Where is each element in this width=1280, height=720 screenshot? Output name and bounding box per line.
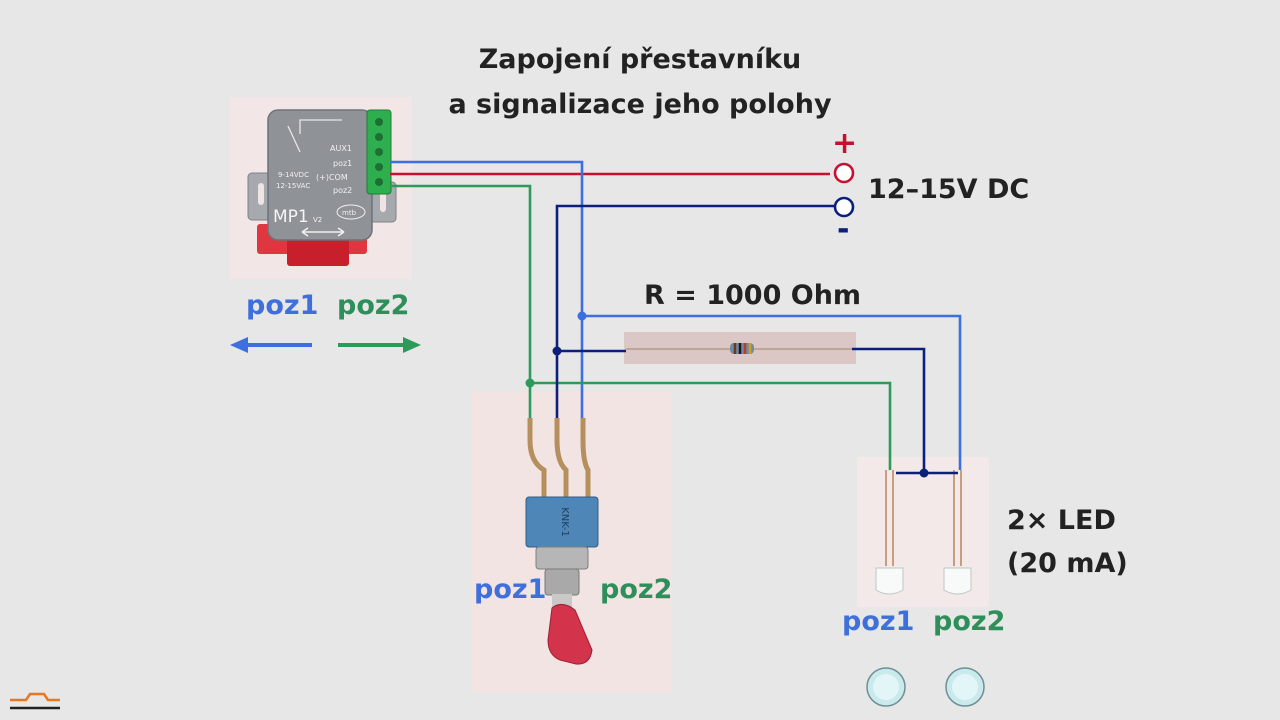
direction-label-poz2: poz2: [337, 290, 410, 321]
mp1-module: AUX1 poz1 (+)COM poz2 9-14VDC 12-15VAC M…: [247, 109, 397, 266]
arrow-left-icon: [230, 337, 312, 353]
module-label-poz2: poz2: [333, 186, 352, 195]
wire-blue-poz1: [390, 160, 584, 418]
wire-green-led2: [530, 381, 892, 470]
led-pair: [875, 470, 972, 595]
switch-bushing: [544, 568, 580, 596]
junction-blue: [577, 311, 587, 321]
switch-nut: [535, 546, 589, 570]
module-mounting-hole-left: [258, 183, 264, 205]
direction-label-poz1: poz1: [246, 290, 319, 321]
switch-pin-middle: [554, 418, 569, 502]
wire-navy-minus: [555, 204, 834, 418]
module-red-actuator: [287, 238, 349, 266]
terminal-screws: [375, 118, 383, 186]
led-label-poz2: poz2: [933, 606, 1006, 637]
module-version: V2: [313, 216, 322, 224]
title-line-2: a signalizace jeho polohy: [448, 89, 832, 120]
terminal-plus: [833, 162, 855, 184]
supply-voltage-label: 12–15V DC: [868, 174, 1030, 205]
led-indicator-icon: [866, 667, 906, 707]
title-line-1: Zapojení přestavníku: [478, 44, 802, 75]
wire-navy-from-resistor: [852, 347, 926, 473]
module-mounting-hole-right: [380, 192, 386, 212]
supply-plus-sign: +: [832, 126, 858, 161]
toggle-switch: KNK-1: [525, 418, 599, 665]
led2-bulb: [943, 567, 972, 595]
switch-label-poz2: poz2: [600, 574, 673, 605]
module-voltage-ac: 12-15VAC: [276, 182, 310, 190]
module-double-arrow-icon: [301, 227, 345, 237]
switch-lever: [547, 604, 593, 665]
module-voltage-dc: 9-14VDC: [278, 171, 309, 179]
module-label-com: (+)COM: [316, 173, 348, 182]
wire-green-poz2: [390, 184, 532, 418]
led1-bulb: [875, 567, 904, 595]
wire-blue-led1: [582, 314, 962, 470]
corner-logo-icon: [10, 692, 60, 710]
terminal-minus: [833, 196, 855, 218]
junction-navy-led: [919, 468, 929, 478]
led-label-line-1: 2× LED: [1007, 505, 1116, 536]
module-brand: mtb: [342, 209, 357, 217]
led-label-line-2: (20 mA): [1007, 548, 1128, 579]
led-label-poz1: poz1: [842, 606, 915, 637]
logo-icon: [336, 204, 366, 220]
module-label-aux: AUX1: [330, 144, 352, 153]
resistor-label: R = 1000 Ohm: [644, 280, 862, 311]
module-label-poz1: poz1: [333, 159, 352, 168]
switch-pin-right: [580, 418, 591, 502]
switch-pin-left: [527, 418, 547, 502]
resistor: [626, 343, 852, 354]
module-model: MP1: [273, 207, 309, 227]
junction-navy-switch: [552, 346, 562, 356]
switch-marking: KNK-1: [559, 507, 570, 537]
junction-green: [525, 378, 535, 388]
module-relay-symbol: [287, 119, 342, 153]
led-indicator-icon: [945, 667, 985, 707]
arrow-right-icon: [338, 337, 421, 353]
supply-minus-sign: -: [837, 212, 850, 247]
switch-label-poz1: poz1: [474, 574, 547, 605]
resistor-bands: [733, 343, 752, 354]
